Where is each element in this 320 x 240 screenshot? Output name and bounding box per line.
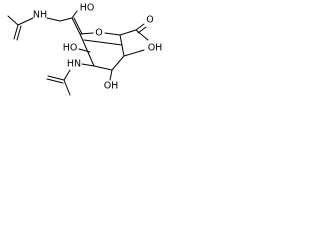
aldehyde-bond-2b xyxy=(137,26,147,34)
oh-left-bond xyxy=(78,48,91,53)
structure-diagram: NH HO O O OH HO HN OH xyxy=(7,3,163,96)
side-chain xyxy=(46,10,83,35)
carbonyl-bond-bottom-2 xyxy=(46,78,64,84)
chain-bond-3b xyxy=(73,17,83,35)
carbonyl-bond-top-2 xyxy=(16,25,22,41)
ring-bond-5 xyxy=(93,65,113,71)
chain-bond-3 xyxy=(71,17,81,35)
oh-right-bond xyxy=(123,49,145,57)
aldehyde-bond-1 xyxy=(119,29,137,36)
nh-label-bottom: HN xyxy=(67,59,81,70)
ring-bond-1 xyxy=(79,32,94,35)
ring-oxygen-label: O xyxy=(95,28,102,39)
acetamide-group-top xyxy=(7,15,34,41)
nh-label-top: NH xyxy=(33,10,47,21)
oh-label-bottom: OH xyxy=(104,81,119,92)
methyl-bond-bottom xyxy=(63,79,71,96)
aldehyde-group xyxy=(119,23,149,41)
chain-bond-1 xyxy=(46,17,61,22)
amide-bond-bottom xyxy=(63,69,71,81)
aldehyde-bond-3 xyxy=(135,29,149,41)
chain-oh-bond xyxy=(71,10,78,19)
ring-back-bond xyxy=(83,39,123,46)
chain-bond-2 xyxy=(59,17,73,22)
ring-bond-2 xyxy=(104,32,121,36)
oh-label-right: OH xyxy=(148,43,163,54)
ring-bond-4 xyxy=(111,55,125,71)
aldehyde-bond-2 xyxy=(135,23,145,31)
pyranose-ring xyxy=(79,32,125,71)
methyl-bond-top xyxy=(7,15,19,26)
ring-bond-6 xyxy=(79,33,95,67)
oh-bottom-bond xyxy=(109,69,113,81)
carbonyl-bond-top xyxy=(13,24,19,40)
oh-label-chain: HO xyxy=(80,3,95,14)
oh-label-left: HO xyxy=(63,43,78,54)
carbonyl-bond-bottom xyxy=(47,75,65,81)
nh-bottom-bond xyxy=(81,63,95,67)
aldehyde-oxygen-label: O xyxy=(146,15,153,26)
amide-bond-top xyxy=(17,17,34,26)
acetamide-group-bottom xyxy=(46,69,71,96)
